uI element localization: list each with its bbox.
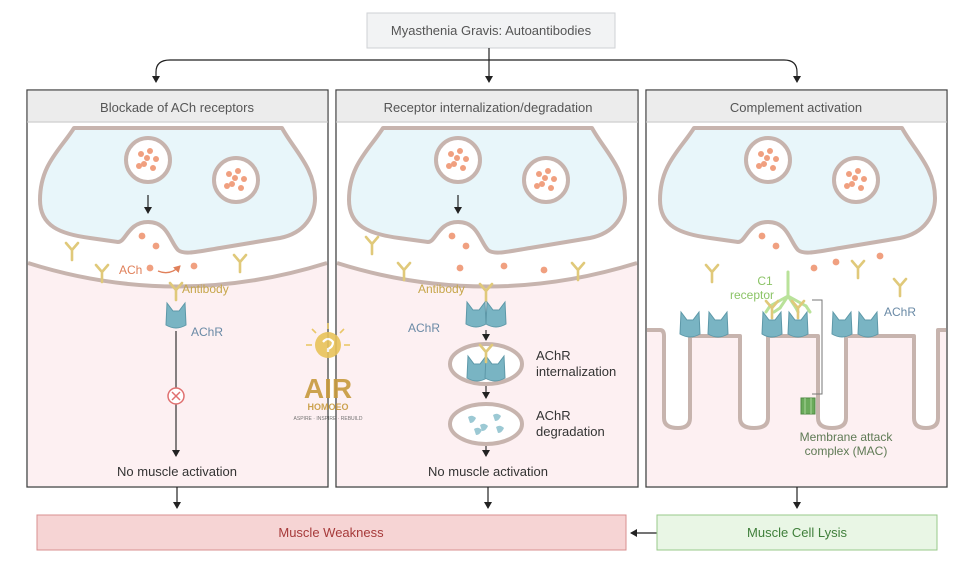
- synaptic-vesicle: [434, 136, 482, 184]
- nerve-terminal: [347, 126, 627, 255]
- mac-label-line1: Membrane attack: [800, 430, 894, 444]
- result-connectors: [173, 487, 801, 537]
- mac-label-line2: complex (MAC): [805, 444, 888, 458]
- result-muscle-weakness: Muscle Weakness: [36, 514, 627, 551]
- synaptic-vesicle: [744, 136, 792, 184]
- blocked-icon: [167, 387, 185, 405]
- synaptic-vesicle: [212, 156, 260, 204]
- watermark-sub: HOMOEO: [307, 402, 348, 412]
- synaptic-vesicle: [522, 156, 570, 204]
- muscle-fiber: [647, 330, 946, 486]
- step-internalization-line2: internalization: [536, 364, 616, 379]
- panel-internalization: Receptor internalization/degradation Ant…: [335, 89, 639, 488]
- junctional-folds: [647, 328, 946, 430]
- outcome-text: No muscle activation: [117, 464, 237, 479]
- result-muscle-lysis: Muscle Cell Lysis: [656, 514, 938, 551]
- achr-label: AChR: [191, 325, 223, 339]
- postsynaptic-membrane: [27, 261, 328, 289]
- mac-connector: [812, 299, 823, 395]
- antibody-label: Antibody: [418, 282, 465, 296]
- nerve-terminal: [658, 126, 937, 255]
- step-degradation-line2: degradation: [536, 424, 605, 439]
- panel-title: Receptor internalization/degradation: [384, 100, 593, 115]
- ach-arrow: [157, 265, 181, 274]
- panel-blockade: Blockade of ACh receptors ACh Antibody A…: [26, 89, 329, 488]
- antibody-label: Antibody: [182, 282, 229, 296]
- ach-molecules: [758, 232, 884, 272]
- diagram-title: Myasthenia Gravis: Autoantibodies: [366, 12, 616, 49]
- panel-complement: Complement activation C1 receptor: [645, 89, 948, 488]
- step-degradation-line1: AChR: [536, 408, 571, 423]
- mac-icon: [800, 397, 816, 415]
- watermark-tagline: ASPIRE · INSPIRE · REBUILD: [294, 416, 363, 422]
- outcome-text: No muscle activation: [428, 464, 548, 479]
- step-internalization-line1: AChR: [536, 348, 571, 363]
- synaptic-vesicle: [832, 156, 880, 204]
- title-text: Myasthenia Gravis: Autoantibodies: [391, 23, 592, 38]
- c1-label-line2: receptor: [730, 288, 774, 302]
- title-connectors: [152, 48, 801, 83]
- ach-label: ACh: [119, 263, 142, 277]
- achr-label: AChR: [884, 305, 916, 319]
- result-lysis-text: Muscle Cell Lysis: [747, 525, 847, 540]
- result-weakness-text: Muscle Weakness: [278, 525, 384, 540]
- panel-title: Complement activation: [730, 100, 862, 115]
- nerve-terminal: [38, 126, 317, 255]
- postsynaptic-membrane: [336, 261, 638, 289]
- ach-molecules: [448, 232, 548, 274]
- internalized-vesicle: [448, 342, 524, 386]
- achr-label: AChR: [408, 321, 440, 335]
- muscle-fiber: [28, 263, 327, 486]
- c1-label-line1: C1: [757, 274, 773, 288]
- watermark-logo: AIR HOMOEO ASPIRE · INSPIRE · REBUILD: [294, 323, 363, 422]
- ach-molecules: [138, 232, 198, 272]
- synaptic-vesicle: [124, 136, 172, 184]
- degradation-vesicle: [448, 402, 524, 446]
- watermark-brand: AIR: [304, 373, 352, 404]
- panel-title: Blockade of ACh receptors: [100, 100, 254, 115]
